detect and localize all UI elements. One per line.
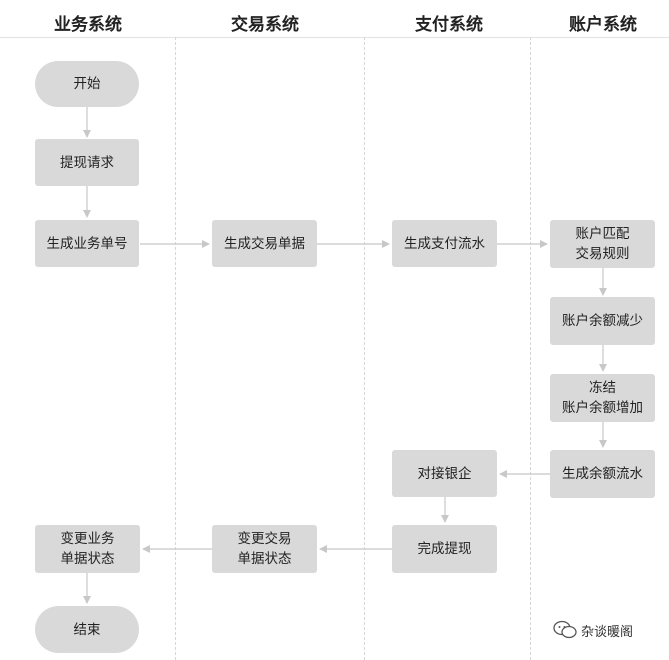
node-account-match-rules: 账户匹配 交易规则 — [550, 220, 655, 268]
node-balance-decrease: 账户余额减少 — [550, 297, 655, 345]
lane-title-payment: 支付系统 — [415, 15, 483, 35]
lane-title-account: 账户系统 — [569, 15, 637, 35]
lane-divider-1 — [175, 37, 176, 660]
node-generate-payment-flow: 生成支付流水 — [392, 220, 497, 267]
wechat-icon — [553, 620, 577, 639]
node-end: 结束 — [35, 606, 139, 653]
node-generate-balance-flow: 生成余额流水 — [550, 450, 655, 498]
lane-divider-2 — [364, 37, 365, 660]
header-separator — [0, 37, 669, 38]
node-withdraw-request: 提现请求 — [35, 139, 139, 186]
lane-title-trade: 交易系统 — [231, 15, 299, 35]
watermark-text: 杂谈暖阁 — [581, 624, 634, 640]
node-change-trade-status: 变更交易 单据状态 — [212, 525, 317, 573]
watermark: 杂谈暖阁 — [553, 620, 633, 640]
node-generate-trade-document: 生成交易单据 — [212, 220, 317, 267]
lane-title-business: 业务系统 — [54, 15, 122, 35]
node-generate-business-order: 生成业务单号 — [35, 220, 139, 267]
node-freeze-balance-increase: 冻结 账户余额增加 — [550, 374, 655, 422]
lane-divider-3 — [530, 37, 531, 660]
node-start: 开始 — [35, 61, 139, 107]
node-bank-enterprise-link: 对接银企 — [392, 450, 497, 497]
node-complete-withdrawal: 完成提现 — [392, 525, 497, 573]
node-change-business-status: 变更业务 单据状态 — [35, 525, 140, 573]
